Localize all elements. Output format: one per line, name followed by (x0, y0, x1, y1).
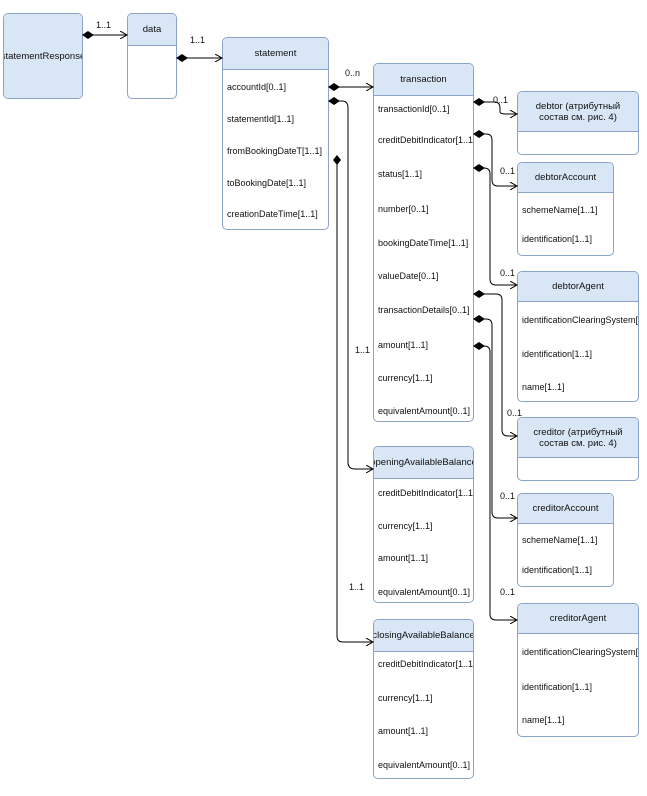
class-name: data (128, 14, 176, 46)
class-statement: statement accountId[0..1] statementId[1..1… (222, 37, 329, 230)
composition-diamond (176, 54, 188, 62)
class-name: debtorAgent (518, 272, 638, 302)
multiplicity-label: 0..1 (493, 95, 509, 105)
class-attribute: amount[1..1] (378, 340, 429, 350)
class-name: closingAvailableBalance (374, 620, 473, 652)
multiplicity-label: 0..1 (500, 491, 516, 501)
class-attribute: schemeName[1..1] (522, 205, 598, 215)
class-attribute: creationDateTime[1..1] (227, 209, 318, 219)
class-attribute: number[0..1] (378, 204, 429, 214)
class-closingAvailableBalance: closingAvailableBalance creditDebitIndica… (373, 619, 474, 779)
class-debtorAgent: debtorAgent identificationClearingSystem[… (517, 271, 639, 402)
class-statementResponse: statementResponse (3, 13, 83, 99)
class-transaction: transaction transactionId[0..1] creditDebi… (373, 63, 474, 422)
association-transaction_creditorAgent (474, 345, 517, 620)
class-attribute: identification[1..1] (522, 565, 593, 575)
multiplicity-label: 0..n (345, 68, 361, 78)
class-attribute: valueDate[0..1] (378, 271, 439, 281)
class-name: creditor (атрибутный состав см. рис. 4) (518, 418, 638, 458)
class-creditor: creditor (атрибутный состав см. рис. 4) (517, 417, 639, 481)
association-transaction_debtorAccount (474, 133, 517, 186)
composition-diamond (473, 164, 485, 172)
class-attribute: amount[1..1] (378, 726, 429, 736)
composition-diamond (473, 98, 485, 106)
multiplicity-label: 1..1 (96, 20, 112, 30)
class-attribute: toBookingDate[1..1] (227, 178, 307, 188)
class-attribute: schemeName[1..1] (522, 535, 598, 545)
class-attribute: transactionDetails[0..1] (378, 305, 470, 315)
class-debtorAccount: debtorAccount schemeName[1..1] identificat… (517, 162, 614, 256)
association-transaction_debtorAgent (474, 167, 517, 285)
class-attribute: equivalentAmount[0..1] (378, 406, 471, 416)
class-attribute: status[1..1] (378, 169, 423, 179)
class-attribute: accountId[0..1] (227, 82, 287, 92)
class-attribute: identificationClearingSystem[0..1] (522, 315, 639, 325)
composition-diamond (333, 155, 341, 165)
class-attribute: currency[1..1] (378, 693, 433, 703)
class-name: creditorAccount (518, 494, 613, 524)
class-name: transaction (374, 64, 473, 96)
composition-diamond (473, 290, 485, 298)
multiplicity-label: 0..1 (500, 587, 516, 597)
multiplicity-label: 1..1 (349, 582, 365, 592)
class-attribute: creditDebitIndicator[1..1] (378, 488, 474, 498)
class-attribute: currency[1..1] (378, 521, 433, 531)
class-attribute: name[1..1] (522, 715, 565, 725)
class-name: statement (223, 38, 328, 70)
class-attribute: statementId[1..1] (227, 114, 295, 124)
class-data: data (127, 13, 177, 99)
class-attribute: identification[1..1] (522, 349, 593, 359)
composition-diamond (328, 97, 340, 105)
class-attribute: fromBookingDateT[1..1] (227, 146, 323, 156)
multiplicity-label: 0..1 (500, 268, 516, 278)
composition-diamond (328, 83, 340, 91)
multiplicity-label: 1..1 (355, 345, 371, 355)
association-statement_closing (336, 160, 373, 642)
class-creditorAccount: creditorAccount schemeName[1..1] identific… (517, 493, 614, 587)
class-attribute: identification[1..1] (522, 234, 593, 244)
class-attribute: bookingDateTime[1..1] (378, 238, 469, 248)
class-attribute: identification[1..1] (522, 682, 593, 692)
class-attribute: transactionId[0..1] (378, 104, 450, 114)
composition-diamond (473, 342, 485, 350)
class-name: statementResponse (4, 14, 82, 98)
class-attribute: name[1..1] (522, 382, 565, 392)
class-attribute: amount[1..1] (378, 553, 429, 563)
association-transaction_creditorAccount (474, 318, 517, 518)
class-attribute: equivalentAmount[0..1] (378, 760, 471, 770)
composition-diamond (473, 315, 485, 323)
composition-diamond (473, 130, 485, 138)
class-attribute: equivalentAmount[0..1] (378, 587, 471, 597)
class-openingAvailableBalance: openingAvailableBalance creditDebitIndica… (373, 446, 474, 603)
class-attribute: identificationClearingSystem[0..1] (522, 647, 639, 657)
class-name: debtorAccount (518, 163, 613, 193)
class-debtor: debtor (атрибутный состав см. рис. 4) (517, 91, 639, 155)
class-attribute: creditDebitIndicator[1..1] (378, 659, 474, 669)
association-transaction_creditor (474, 293, 517, 436)
class-name: creditorAgent (518, 604, 638, 634)
class-name: openingAvailableBalance (374, 447, 473, 479)
multiplicity-label: 1..1 (190, 35, 206, 45)
class-attribute: creditDebitIndicator[1..1] (378, 135, 474, 145)
class-attribute: currency[1..1] (378, 373, 433, 383)
composition-diamond (82, 31, 94, 39)
class-creditorAgent: creditorAgent identificationClearingSyste… (517, 603, 639, 737)
multiplicity-label: 0..1 (500, 166, 516, 176)
multiplicity-label: 0..1 (507, 408, 523, 418)
class-name: debtor (атрибутный состав см. рис. 4) (518, 92, 638, 132)
association-transaction_debtor (474, 101, 517, 114)
association-statement_opening (329, 100, 373, 469)
